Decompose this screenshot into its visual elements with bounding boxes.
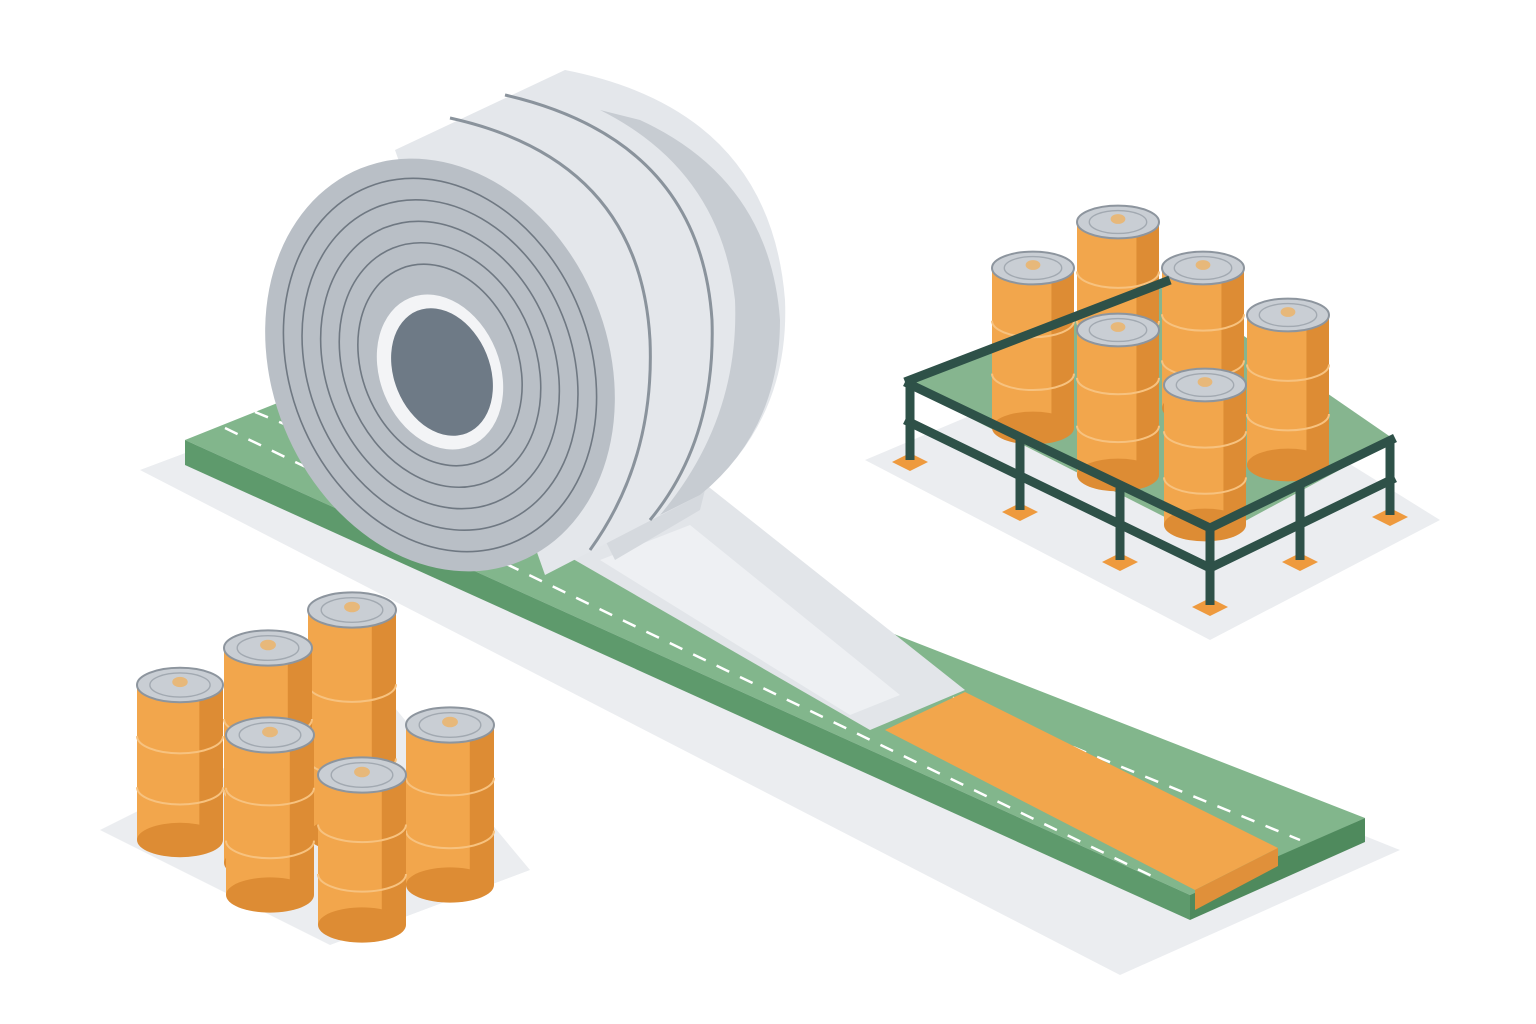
cell-band-2: [1076, 425, 1160, 444]
cell-bottom: [1247, 448, 1329, 482]
cell-cap-ring: [1173, 255, 1233, 281]
coil-band-2: [504, 93, 714, 521]
rack-rail-front: [903, 377, 1397, 533]
rack-foot-1: [892, 453, 928, 471]
belt-end: [1190, 818, 1365, 920]
cell-band-1: [136, 736, 224, 755]
cell-shade: [1136, 330, 1159, 475]
coil-band-1: [449, 116, 652, 551]
coil-ring-1: [282, 177, 598, 553]
cell-bottom: [1077, 458, 1159, 492]
coated-strip: [885, 692, 1278, 910]
rack-feet: [892, 453, 1408, 616]
cell-band-1: [1076, 271, 1160, 289]
cell-cap-ring: [1175, 372, 1235, 398]
rack-foot-5: [1282, 553, 1318, 571]
rack-foot-6: [1372, 508, 1408, 526]
coating-top: [885, 692, 1278, 890]
cell-terminal: [354, 766, 370, 778]
cell-band-2: [991, 373, 1075, 391]
cell-band-1: [1076, 377, 1160, 396]
cell-cap-ring: [1258, 302, 1318, 328]
cell-band-1: [1161, 314, 1245, 332]
coil-ring-3: [319, 220, 561, 510]
cell-terminal: [1195, 260, 1211, 270]
cell-bottom: [318, 907, 406, 943]
cell-shade: [289, 735, 314, 895]
rack-cells: [991, 204, 1330, 542]
cell-terminal: [262, 726, 278, 738]
steel-coil-roll: [265, 70, 786, 575]
cell-band-2: [317, 873, 407, 893]
battery-cell-6: [317, 756, 407, 943]
battery-cell-3: [136, 666, 224, 858]
battery-cell-4: [405, 706, 495, 903]
cell-terminal: [172, 676, 188, 688]
rack-foot-3: [1102, 553, 1138, 571]
cell-shade: [469, 725, 494, 885]
coil-core-hole: [391, 308, 493, 436]
cell-band-2: [1246, 413, 1330, 432]
cell-band-1: [1163, 431, 1247, 449]
cell-shade: [1306, 315, 1329, 465]
rack-rail-back: [903, 275, 1172, 387]
cell-cap-ring: [1088, 317, 1148, 343]
cell-bottom: [406, 867, 494, 903]
coil-ring-2: [301, 199, 579, 531]
cell-terminal: [1110, 214, 1126, 224]
cell-band-1: [225, 787, 315, 807]
cell-shade: [199, 685, 223, 840]
cell-terminal: [260, 639, 276, 651]
cell-cap-ring: [320, 596, 384, 624]
battery-cell-5: [225, 716, 315, 913]
cell-band-2: [1163, 477, 1247, 495]
cell-bottom: [137, 822, 223, 858]
rack-frame: [903, 275, 1397, 605]
rack-foot-2: [1002, 503, 1038, 521]
belt-dash-line-lower: [224, 426, 1161, 882]
cell-cap-ring: [418, 711, 482, 739]
cell-terminal: [1110, 322, 1126, 332]
cell-band-2: [136, 787, 224, 806]
cell-shade: [1051, 268, 1074, 428]
cell-shade: [1223, 385, 1246, 525]
coil-ring-5: [357, 263, 523, 467]
cell-cap-ring: [149, 672, 211, 698]
rack-cell-6: [1163, 367, 1247, 542]
rack-foot-4: [1192, 598, 1228, 616]
cell-terminal: [1197, 377, 1213, 387]
cell-cap-ring: [238, 721, 302, 749]
cell-terminal: [442, 716, 458, 728]
rack-cell-2: [991, 250, 1075, 445]
battery-rack: [892, 204, 1408, 616]
cell-terminal: [1280, 307, 1296, 317]
battery-cell-stack: [136, 591, 495, 943]
cell-cap-ring: [330, 761, 394, 789]
coil-ring-4: [338, 241, 542, 489]
cell-cap-ring: [1003, 255, 1063, 281]
cell-band-1: [307, 684, 397, 703]
rack-cell-4: [1246, 297, 1330, 482]
coil-body-shade: [600, 110, 780, 515]
cell-shade: [381, 775, 406, 925]
cell-band-1: [317, 824, 407, 844]
cell-terminal: [344, 601, 360, 613]
cell-band-1: [405, 777, 495, 797]
cell-band-1: [1246, 364, 1330, 382]
cell-cap-ring: [1088, 209, 1148, 235]
cell-bottom: [226, 877, 314, 913]
coating-edge: [1195, 848, 1278, 910]
cell-band-2: [225, 840, 315, 860]
rack-cell-5: [1076, 312, 1160, 492]
strip-highlight: [600, 525, 900, 715]
cell-band-2: [405, 830, 495, 850]
cell-terminal: [1025, 260, 1041, 270]
cell-cap-ring: [236, 634, 300, 662]
